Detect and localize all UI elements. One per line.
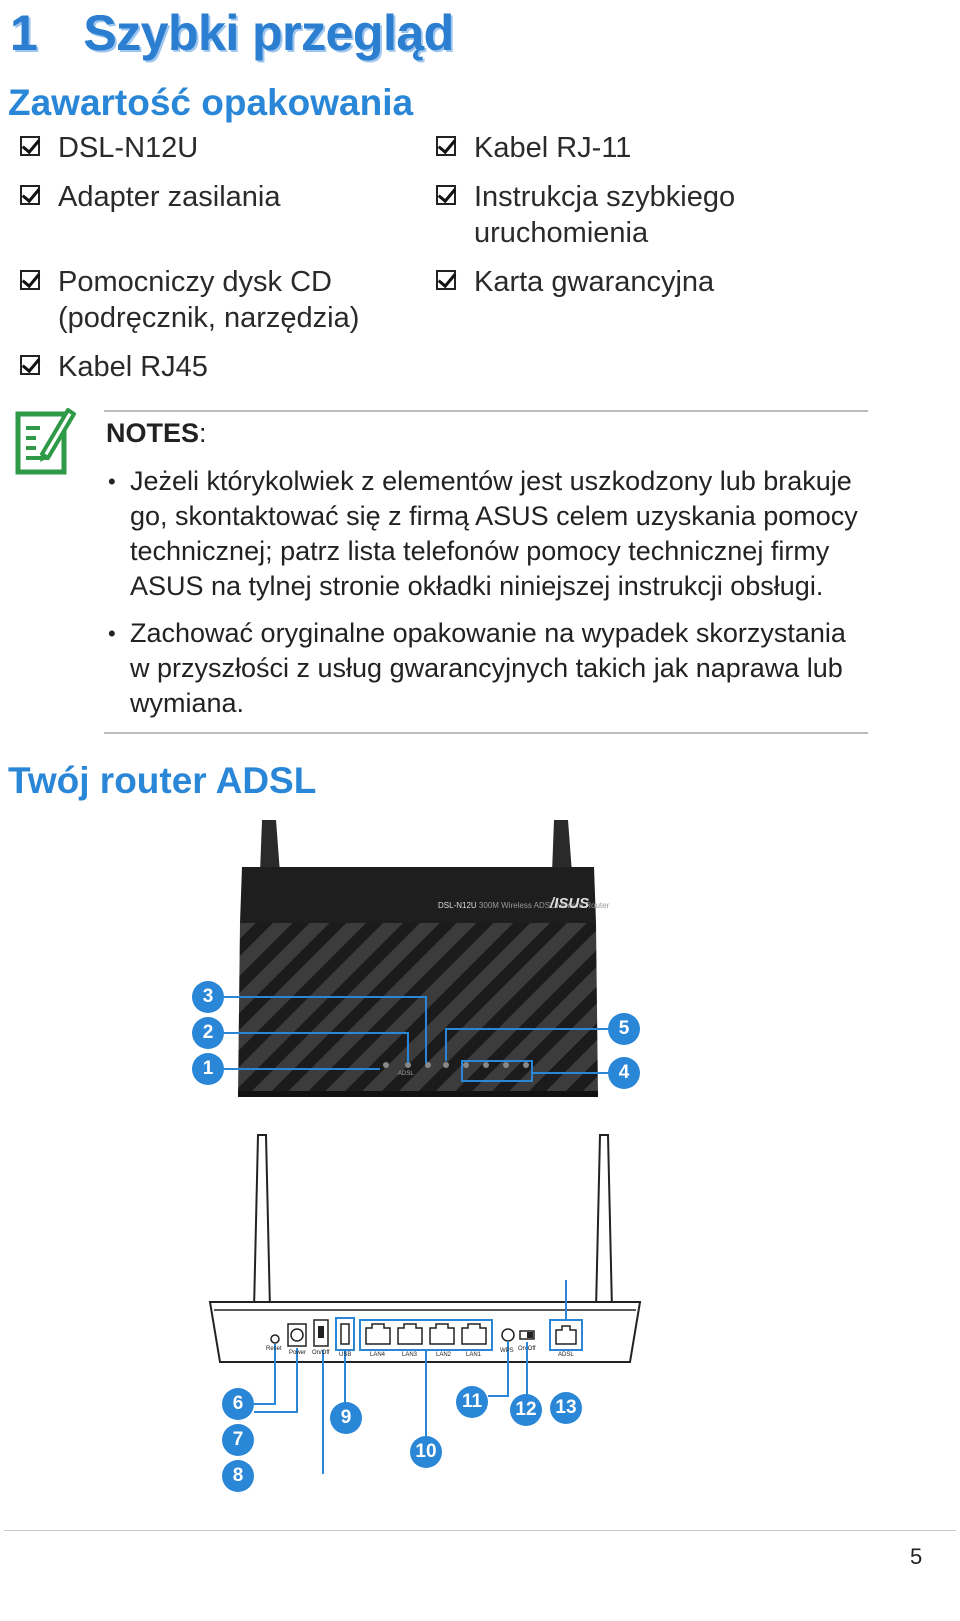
front-label: DSL-N12U 300M Wireless ADSL Modem Router [438, 901, 610, 910]
port-label-wps: WPS [500, 1348, 514, 1354]
port-label-adsl: ADSL [558, 1352, 574, 1358]
chapter-number: 1 [10, 5, 38, 61]
router-front-illustration: DSL-N12U 300M Wireless ADSL Modem Router… [180, 815, 680, 1115]
port-label-wifi-switch: On Off [518, 1346, 536, 1352]
callout-badge: 5 [608, 1013, 640, 1045]
callout-badge: 13 [550, 1392, 582, 1424]
callout-badge: 4 [608, 1057, 640, 1089]
callout-badge: 7 [222, 1424, 254, 1456]
callout-badge: 3 [192, 981, 224, 1013]
callout-badge: 10 [410, 1436, 442, 1468]
package-item: Adapter zasilania [18, 179, 280, 215]
port-label-lan4: LAN4 [370, 1352, 386, 1358]
checkbox-checked-icon [436, 270, 456, 290]
router-heading: Twój router ADSL [8, 760, 317, 801]
checkbox-checked-icon [20, 355, 40, 375]
package-item: DSL-N12U [18, 130, 198, 166]
port-label-onoff: On/Off [312, 1350, 330, 1356]
notes-bullet: Jeżeli którykolwiek z elementów jest usz… [108, 464, 890, 604]
package-item: Pomocniczy dysk CD (podręcznik, narzędzi… [18, 264, 359, 336]
port-label-reset: Reset [266, 1346, 282, 1352]
front-led-label: ADSL [398, 1071, 414, 1077]
callout-badge: 1 [192, 1053, 224, 1085]
package-item: Instrukcja szybkiego uruchomienia [434, 179, 735, 251]
port-label-usb: USB [339, 1352, 352, 1358]
notepad-pencil-icon [14, 404, 76, 476]
port-label-lan3: LAN3 [402, 1352, 418, 1358]
chapter-heading: 1 Szybki przegląd [10, 4, 454, 62]
checkbox-checked-icon [20, 136, 40, 156]
checkbox-checked-icon [436, 136, 456, 156]
callout-badge: 2 [192, 1017, 224, 1049]
callout-badge: 11 [456, 1386, 488, 1418]
package-heading: Zawartość opakowania [8, 82, 414, 123]
port-label-power: Power [289, 1350, 307, 1356]
chapter-title: Szybki przegląd [83, 5, 454, 61]
footer-rule [4, 1530, 956, 1531]
callout-badge: 9 [330, 1402, 362, 1434]
notes-bullet: Zachować oryginalne opakowanie na wypade… [108, 616, 890, 721]
callout-badge: 12 [510, 1394, 542, 1426]
callout-badge: 6 [222, 1388, 254, 1420]
package-item: Karta gwarancyjna [434, 264, 714, 300]
router-rear-illustration: Reset Power On/Off USB LAN4 LAN3 LAN2 LA… [200, 1130, 660, 1500]
package-item: Kabel RJ45 [18, 349, 208, 385]
callout-badge: 8 [222, 1460, 254, 1492]
notes-bottom-rule [104, 732, 868, 734]
notes-title: NOTES: [106, 418, 207, 448]
port-label-lan2: LAN2 [436, 1352, 452, 1358]
port-label-lan1: LAN1 [466, 1352, 482, 1358]
checkbox-checked-icon [20, 185, 40, 205]
page-number: 5 [910, 1544, 923, 1569]
checkbox-checked-icon [20, 270, 40, 290]
package-item: Kabel RJ-11 [434, 130, 631, 166]
notes-top-rule [104, 410, 868, 412]
checkbox-checked-icon [436, 185, 456, 205]
asus-logo: /ISUS [550, 895, 590, 912]
